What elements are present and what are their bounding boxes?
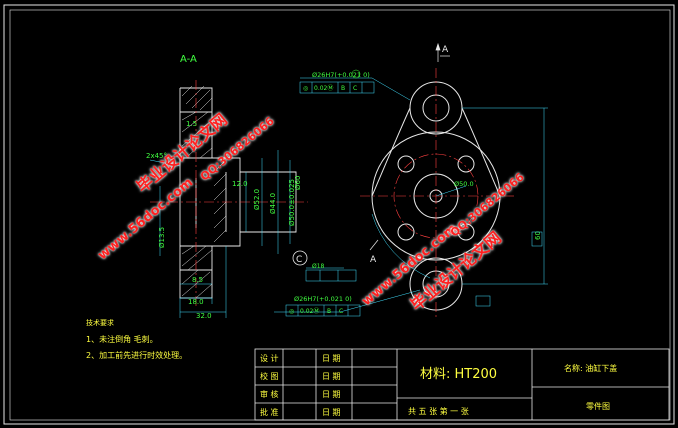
tb-type: 零件图 [586,401,610,411]
dim-width-3: 32.0 [196,312,212,320]
tol-top-value: Ø26H7(+0.021 0) [312,71,370,79]
svg-text:C: C [296,255,302,265]
svg-text:Ø18: Ø18 [312,263,325,270]
tb-date-2: 日 期 [322,372,341,381]
dim-bore-small: Ø13.5 [158,227,166,248]
dim-width-1: 8.5 [192,276,203,284]
dim-width-2: 18.0 [188,298,204,306]
note-1: 1、未注倒角 毛刺。 [86,334,158,344]
note-2: 2、加工前先进行时效处理。 [86,350,187,360]
tb-date-1: 日 期 [322,354,341,363]
dim-d60: 12.0 [232,180,248,188]
technical-notes: 技术要求 1、未注倒角 毛刺。 2、加工前先进行时效处理。 [86,318,187,360]
tb-date-4: 日 期 [322,408,341,417]
section-mark-top: A [442,45,449,55]
tb-role-1: 设 计 [260,353,279,363]
tol-top-c: C [353,85,357,92]
tb-role-4: 批 准 [260,407,279,417]
datum-c: C Ø18 [292,250,357,282]
dim-d60-vert: Ø60 [294,176,302,190]
title-block: 设 计 日 期 校 图 日 期 审 核 日 期 批 准 日 期 共 五 张 第 … [254,348,670,421]
section-view: A-A [146,54,308,320]
tb-role-3: 审 核 [260,389,279,399]
tb-role-2: 校 图 [260,371,279,381]
tol-bottom-c: C [339,308,343,315]
tb-material: 材料: HT200 [420,367,497,382]
section-mark-bottom: A [370,255,377,265]
tol-top-sym: ◎ [303,85,308,92]
tb-date-3: 日 期 [322,390,341,399]
dim-height: 60 [534,231,542,240]
notes-title: 技术要求 [86,318,114,327]
dim-chamfer-top: 1.5 [186,120,197,128]
tol-top-b: B [341,85,345,92]
tb-name: 名称: 油缸下盖 [564,363,617,373]
dim-center: Ø50.0 [454,180,474,188]
plan-view: A A [274,42,548,320]
datum-c-circle [351,69,361,79]
dim-d50: Ø50.0±0.025 [288,179,296,226]
tol-bottom-sym: ◎ [289,308,294,315]
outer-border [3,4,675,425]
section-title: A-A [180,54,197,65]
tol-bottom-val: 0.02Ⓜ [300,307,319,315]
tolerance-callout-top: Ø26H7(+0.021 0) ◎ 0.02Ⓜ B C [299,69,375,94]
tolerance-callout-bottom: Ø26H7(+0.021 0) ◎ 0.02Ⓜ B C [285,295,361,317]
tol-bottom-value: Ø26H7(+0.021 0) [294,295,352,303]
tol-bottom-b: B [327,308,331,315]
tb-sheet: 共 五 张 第 一 张 [408,406,469,416]
dim-d44: Ø44.0 [269,193,277,214]
dim-chamfer: 2x45° [146,152,167,160]
tol-top-val: 0.02Ⓜ [314,84,333,92]
dim-d52: Ø52.0 [253,189,261,210]
